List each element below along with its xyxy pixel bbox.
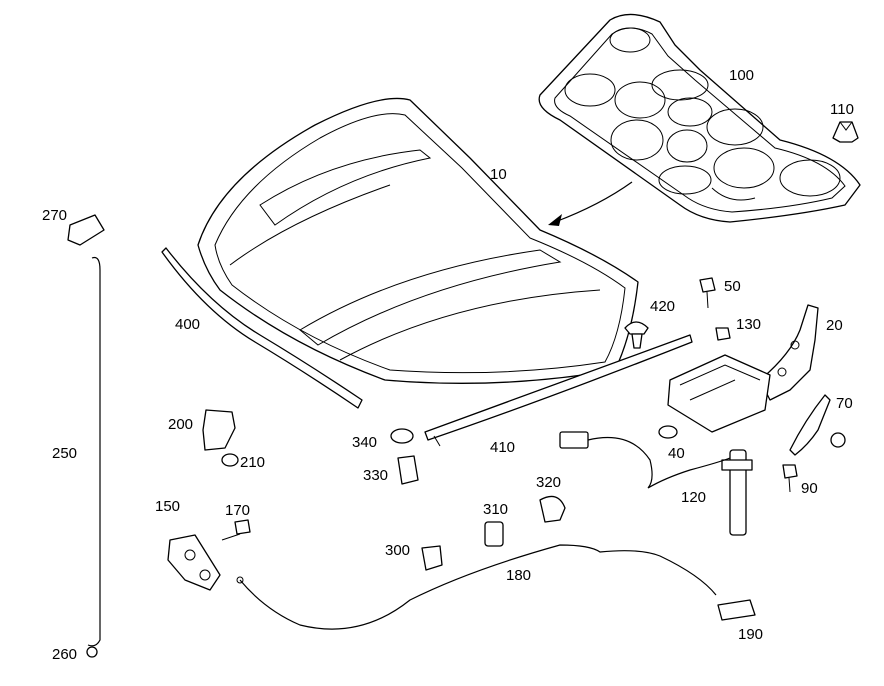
callout-190: 190 bbox=[738, 626, 764, 643]
grommet-40 bbox=[658, 425, 678, 439]
lock-bracket bbox=[667, 354, 771, 433]
clip-340 bbox=[390, 428, 414, 444]
insulation-mat bbox=[538, 13, 861, 223]
assembly-arrow bbox=[548, 181, 633, 226]
callout-340: 340 bbox=[352, 434, 378, 451]
bracket-200 bbox=[202, 409, 236, 451]
callout-70: 70 bbox=[836, 395, 853, 412]
clip-300 bbox=[421, 545, 443, 571]
callout-210: 210 bbox=[240, 454, 266, 471]
bolt-50 bbox=[699, 277, 716, 309]
gas-strut bbox=[721, 449, 753, 536]
bolt-90 bbox=[782, 464, 798, 493]
callout-110: 110 bbox=[830, 101, 854, 118]
callout-20: 20 bbox=[826, 317, 843, 334]
callout-10: 10 bbox=[490, 166, 507, 183]
hood-lock bbox=[167, 534, 221, 591]
release-lever bbox=[789, 394, 846, 456]
callout-200: 200 bbox=[168, 416, 194, 433]
callout-420: 420 bbox=[650, 298, 676, 315]
callout-130: 130 bbox=[736, 316, 762, 333]
callout-320: 320 bbox=[536, 474, 562, 491]
callout-400: 400 bbox=[175, 316, 201, 333]
nut-210 bbox=[221, 453, 239, 467]
release-cable bbox=[236, 544, 717, 630]
buffer-330 bbox=[397, 455, 419, 485]
buffer-420 bbox=[624, 321, 649, 349]
clip-320 bbox=[539, 495, 566, 523]
callout-150: 150 bbox=[155, 498, 181, 515]
bolt-170 bbox=[221, 519, 251, 541]
grommet-260 bbox=[86, 646, 98, 658]
callout-410: 410 bbox=[490, 439, 516, 456]
callout-300: 300 bbox=[385, 542, 411, 559]
callout-100: 100 bbox=[729, 67, 755, 84]
front-seal-strip bbox=[424, 334, 693, 447]
rod-holder bbox=[67, 214, 105, 246]
callout-170: 170 bbox=[225, 502, 251, 519]
support-rod bbox=[87, 256, 101, 647]
callout-260: 260 bbox=[52, 646, 78, 663]
callout-40: 40 bbox=[668, 445, 685, 462]
callout-120: 120 bbox=[681, 489, 707, 506]
clip-310 bbox=[484, 521, 504, 547]
callout-50: 50 bbox=[724, 278, 741, 295]
hood-hinge bbox=[759, 304, 819, 401]
sensor-cable bbox=[559, 431, 731, 489]
callout-270: 270 bbox=[42, 207, 68, 224]
hood-seal bbox=[161, 247, 363, 409]
callout-180: 180 bbox=[506, 567, 532, 584]
callout-90: 90 bbox=[801, 480, 818, 497]
callout-330: 330 bbox=[363, 467, 389, 484]
callout-310: 310 bbox=[483, 501, 509, 518]
callout-250: 250 bbox=[52, 445, 78, 462]
clip-110 bbox=[832, 121, 859, 143]
nut-130 bbox=[715, 327, 731, 341]
release-handle bbox=[717, 599, 756, 621]
